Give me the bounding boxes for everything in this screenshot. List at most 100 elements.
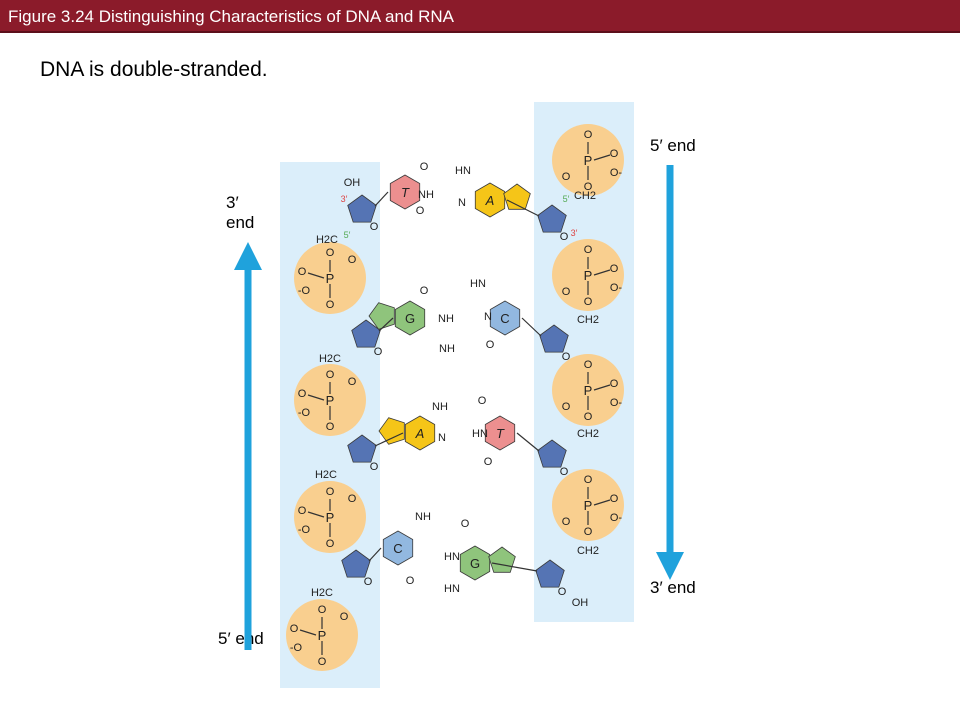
phosphate-oxygen-top: O [584,244,593,256]
phosphate-oxygen-bottom: O [584,526,593,538]
figure-title: Figure 3.24 Distinguishing Characteristi… [8,7,454,26]
phosphate-circle [552,469,624,541]
phosphate-circle [552,124,624,196]
undefined [593,384,611,391]
base-amine-group: NH [415,511,431,523]
phosphate-circle [552,354,624,426]
base-T-ring6 [484,415,516,451]
base-hn-group: HN [472,428,488,440]
phosphate-oxygen-top: O [584,359,593,371]
base-carbonyl-oxygen: O [461,518,470,530]
base-hn-group: HN [444,583,460,595]
methylene-group: CH2 [574,190,596,202]
base-A-ring6 [404,415,436,451]
base-carbonyl-oxygen: O [416,205,425,217]
phosphate-oxygen-top: O [584,474,593,486]
base-A-ring5 [503,183,531,210]
base-letter-T: T [401,185,410,200]
undefined [491,562,538,572]
base-amine-group: NH [418,189,434,201]
phosphate-double-oxygen: O [298,266,307,278]
methylene-group: CH2 [577,314,599,326]
base-ring-nitrogen: N [458,197,466,209]
sugar-ring-oxygen: O [558,586,567,598]
base-letter-G: G [470,556,480,571]
base-letter-C: C [393,541,402,556]
phosphate-oxygen-bottom: O [326,299,335,311]
base-carbonyl-oxygen: O [420,285,429,297]
base-carbonyl-oxygen: O [484,456,493,468]
phosphate-neg-oxygen: -O [298,407,311,419]
sugar-ring-oxygen: O [562,351,571,363]
methylene-group: H2C [319,353,341,365]
phosphate-double-oxygen: O [610,378,619,390]
sugar-ring-oxygen: O [364,576,373,588]
phosphate-neg-oxygen: O- [610,397,623,409]
deoxyribose-sugar [535,559,565,588]
base-amine-group: NH [439,343,455,355]
undefined [378,317,394,332]
base-G-ring6 [394,300,426,336]
phosphate-symbol: P [326,271,335,286]
base-letter-A: A [415,426,425,441]
phosphate-ester-oxygen: O [562,171,571,183]
methylene-group: CH2 [577,428,599,440]
base-letter-A: A [485,193,495,208]
right-strand-bottom-label: 3′ end [650,578,696,597]
right-strand-top-label: 5′ end [650,136,696,155]
base-A-ring5 [378,417,405,445]
right-5prime-carbon-label: 5′ [563,194,570,204]
deoxyribose-sugar [537,439,567,468]
phosphate-oxygen-bottom: O [584,181,593,193]
phosphate-neg-oxygen: -O [298,285,311,297]
left-3prime-carbon-label: 3′ [341,194,348,204]
base-carbonyl-oxygen: O [420,161,429,173]
left-3prime-hydroxyl: OH [344,177,361,189]
methylene-group: H2C [311,587,333,599]
phosphate-neg-oxygen: -O [290,642,303,654]
base-G-ring6 [459,545,491,581]
phosphate-double-oxygen: O [298,505,307,517]
sugar-ring-oxygen: O [374,346,383,358]
title-bar: Figure 3.24 Distinguishing Characteristi… [0,0,960,33]
deoxyribose-sugar [537,204,567,233]
base-letter-G: G [405,311,415,326]
undefined [307,394,325,401]
phosphate-circle [294,364,366,436]
sugar-ring-oxygen: O [370,461,379,473]
phosphate-circle [552,239,624,311]
base-C-ring6 [382,530,414,566]
phosphate-oxygen-bottom: O [318,656,327,668]
undefined [299,629,317,636]
phosphate-circle [286,599,358,671]
phosphate-symbol: P [584,498,593,513]
phosphate-double-oxygen: O [610,148,619,160]
left-5prime-carbon-label: 5′ [344,230,351,240]
phosphate-oxygen-bottom: O [326,421,335,433]
phosphate-symbol: P [584,268,593,283]
slide-subtitle: DNA is double-stranded. [40,58,268,81]
phosphate-oxygen-top: O [326,369,335,381]
right-3prime-hydroxyl: OH [572,597,589,609]
phosphate-ester-oxygen: O [348,254,357,266]
phosphate-neg-oxygen: -O [298,524,311,536]
undefined [368,547,382,562]
phosphate-symbol: P [326,393,335,408]
phosphate-neg-oxygen: O- [610,512,623,524]
phosphate-symbol: P [584,153,593,168]
phosphate-double-oxygen: O [610,493,619,505]
phosphate-ester-oxygen: O [348,376,357,388]
undefined [506,199,540,217]
base-T-ring6 [389,174,421,210]
left-top-end-word: end [226,213,255,232]
deoxyribose-sugar [347,434,377,463]
base-ring-nitrogen: N [438,432,446,444]
undefined [593,154,611,161]
left-strand-bottom-label: 5′ end [218,629,264,648]
base-carbonyl-oxygen: O [406,575,415,587]
phosphate-oxygen-top: O [326,486,335,498]
phosphate-oxygen-bottom: O [326,538,335,550]
sugar-ring-oxygen: O [370,221,379,233]
phosphate-oxygen-bottom: O [584,411,593,423]
